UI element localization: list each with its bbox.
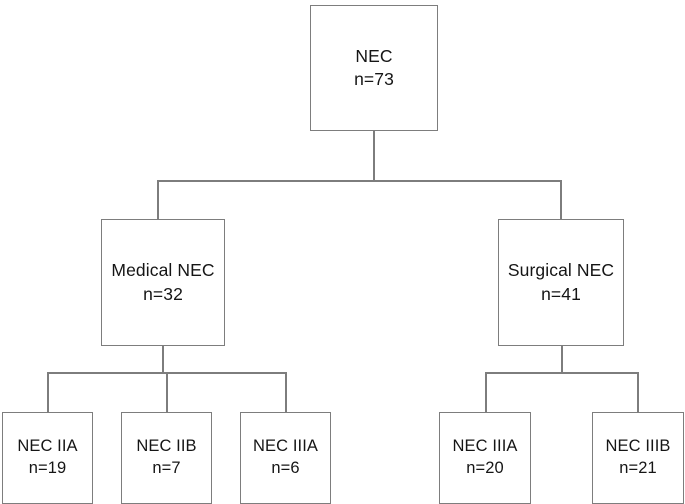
- node-nec-iiia-surgical: NEC IIIA n=20: [439, 412, 531, 504]
- node-count: n=21: [619, 459, 657, 477]
- connector-surgical-stem: [561, 345, 563, 373]
- node-label: NEC IIA: [17, 437, 78, 456]
- connector-to-medical: [157, 180, 159, 220]
- connector-to-nec-iiib-surgical: [637, 372, 639, 413]
- node-label: NEC IIIA: [253, 437, 318, 456]
- node-label: NEC IIB: [136, 437, 197, 456]
- connector-medical-stem: [162, 345, 164, 373]
- connector-surgical-bus: [485, 372, 638, 374]
- node-count: n=20: [466, 459, 504, 477]
- node-count: n=6: [271, 459, 300, 477]
- connector-to-nec-iiia-surgical: [485, 372, 487, 413]
- node-label: Medical NEC: [111, 260, 215, 281]
- connector-to-nec-iiia-medical: [285, 372, 287, 413]
- node-count: n=7: [152, 459, 181, 477]
- node-count: n=73: [354, 69, 394, 89]
- connector-root-stem: [373, 130, 375, 181]
- connector-to-nec-iib: [166, 372, 168, 413]
- node-nec-iiia-medical: NEC IIIA n=6: [240, 412, 331, 504]
- connector-to-surgical: [560, 180, 562, 220]
- node-nec-iiib-surgical: NEC IIIB n=21: [592, 412, 684, 504]
- node-nec-iia: NEC IIA n=19: [2, 412, 93, 504]
- node-medical-nec: Medical NEC n=32: [101, 219, 225, 346]
- connector-to-nec-iia: [47, 372, 49, 413]
- node-surgical-nec: Surgical NEC n=41: [498, 219, 624, 346]
- node-label: Surgical NEC: [507, 260, 615, 281]
- node-label: NEC IIIA: [452, 437, 518, 456]
- node-nec-root: NEC n=73: [310, 5, 438, 131]
- node-label: NEC IIIB: [605, 437, 671, 456]
- node-count: n=41: [541, 283, 581, 304]
- connector-level2-bus: [157, 180, 561, 182]
- node-label: NEC: [355, 45, 393, 66]
- node-nec-iib: NEC IIB n=7: [121, 412, 212, 504]
- node-count: n=19: [28, 459, 67, 477]
- node-count: n=32: [143, 283, 183, 304]
